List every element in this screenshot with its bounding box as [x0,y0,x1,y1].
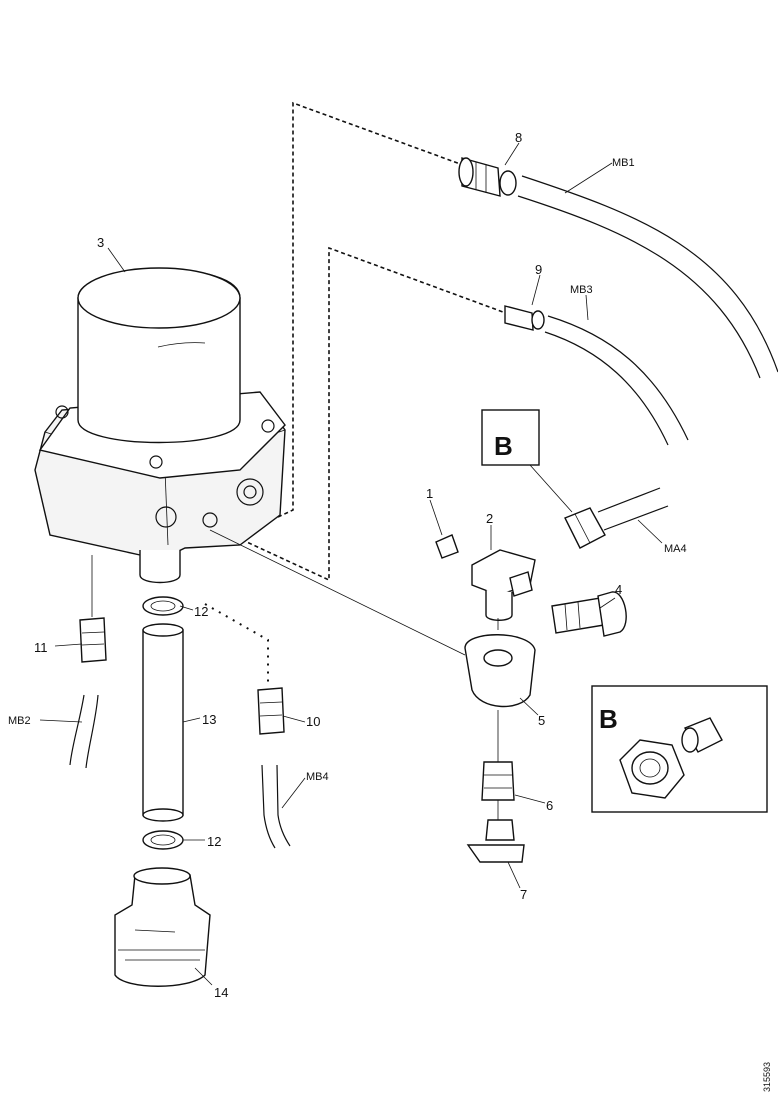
inset-sleeve [681,717,723,753]
banjo-5 [464,634,536,708]
leader-mb3 [585,294,589,321]
cartridge-14 [114,867,211,987]
leader-1 [429,499,443,536]
hose-ma4 [597,487,661,513]
tube-13 [142,623,184,822]
leader-14 [194,967,213,986]
leader-dryer-to-5 [209,529,466,656]
detail-b-inset-label: B [599,704,618,734]
callout-7: 7 [520,887,527,902]
hose-mb2 [69,694,85,766]
dashed-route-mb3 [209,246,504,582]
callout-5: 5 [538,713,545,728]
callout-9: 9 [535,262,542,277]
leader-12a [179,605,194,611]
leader-5 [519,697,539,716]
detail-b-box [481,409,540,466]
leader-b [529,464,573,513]
connector-9 [504,305,545,331]
fitting-b-main [564,507,606,549]
tee-fitting-2 [471,549,536,621]
hose-mb1-edge [517,195,761,379]
callout-14: 14 [214,985,228,1000]
inset-nut [619,739,685,799]
connector-11 [79,617,107,663]
air-dryer-3 [34,267,286,584]
connector-8 [458,157,517,197]
hose-label-mb2: MB2 [8,715,31,727]
leader-6 [514,794,546,804]
sensor-4 [551,591,627,637]
leader-mb4 [281,777,306,809]
hose-mb2-edge [85,694,99,769]
callout-13: 13 [202,712,216,727]
hose-mb3 [547,315,689,441]
callout-3: 3 [97,235,104,250]
callout-12-top: 12 [194,604,208,619]
leader-13 [182,717,201,723]
callout-1: 1 [426,486,433,501]
leader-ma4 [637,519,663,544]
leader-9 [531,274,541,306]
clamp-12-bottom [142,830,184,850]
detail-b-inset-box [591,685,768,813]
leader-8 [504,142,520,166]
nipple-6 [481,761,515,801]
leader-mb2 [39,719,83,723]
callout-12-bottom: 12 [207,834,221,849]
leader-10 [282,715,306,723]
connector-10 [257,687,285,735]
leader-11 [54,643,83,647]
drawing-number: 315593 [762,1062,772,1092]
callout-11: 11 [34,640,48,655]
callout-10: 10 [306,714,320,729]
hose-label-mb1: MB1 [612,157,635,169]
leader-mb1 [564,162,613,194]
detail-b-label: B [494,431,513,461]
callout-6: 6 [546,798,553,813]
leader-4 [599,597,616,609]
hose-label-mb3: MB3 [570,284,593,296]
dotted-route-10 [204,603,269,686]
callout-2: 2 [486,511,493,526]
callout-4: 4 [615,582,622,597]
dashed-route-mb1 [277,101,464,518]
hose-ma4-edge [603,505,669,531]
drain-7 [466,819,525,863]
hose-mb4-edge [276,764,291,847]
hose-mb3-edge [544,331,669,446]
clamp-12-top [142,596,184,616]
callout-8: 8 [515,130,522,145]
hose-mb1 [521,175,778,373]
leader-7 [507,861,521,889]
hose-label-mb4: MB4 [306,771,329,783]
hose-label-ma4: MA4 [664,543,687,555]
hose-mb4 [261,764,276,849]
plug-1 [435,534,459,559]
leader-3 [107,247,126,273]
